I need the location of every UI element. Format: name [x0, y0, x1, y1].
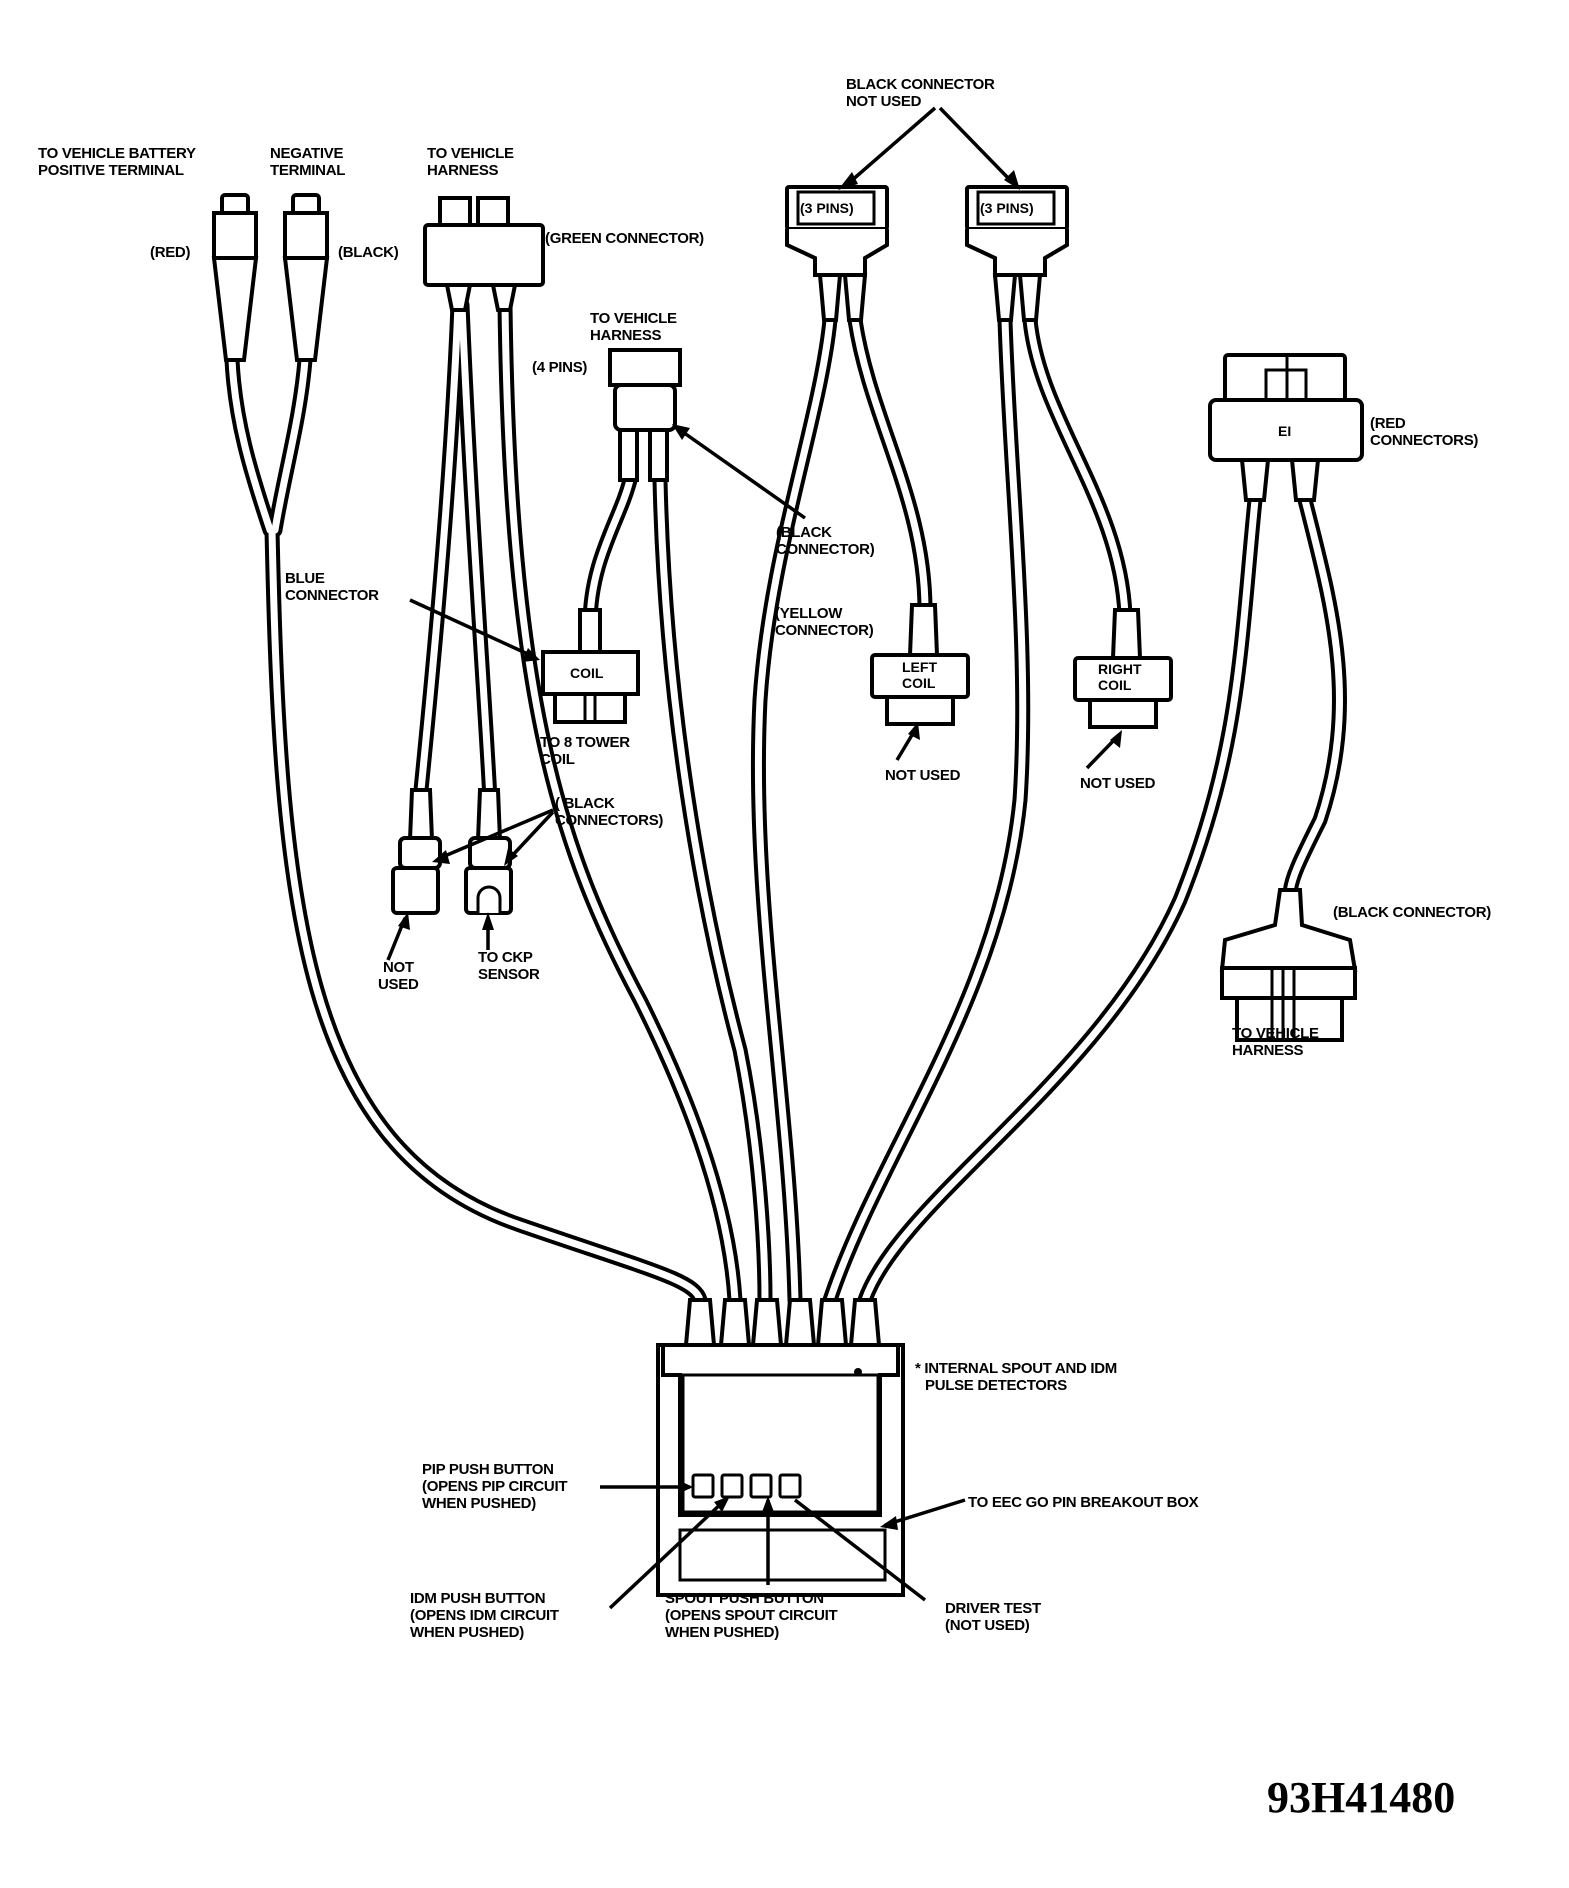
- label-black-connectors-2: CONNECTORS): [555, 812, 663, 829]
- black-connector-vehicle-harness: [1219, 888, 1358, 1042]
- cable-4pin: [582, 472, 773, 1308]
- label-blue-connector-2: CONNECTOR: [285, 587, 379, 604]
- label-spout-button-1: SPOUT PUSH BUTTON: [665, 1590, 824, 1607]
- ei-red-connector: [1208, 353, 1364, 502]
- label-harness-mid-1: TO VEHICLE: [590, 310, 677, 327]
- label-driver-test-1: DRIVER TEST: [945, 1600, 1041, 1617]
- cables: [224, 297, 1347, 1308]
- cable-battery: [224, 352, 708, 1308]
- driver-test-push-button[interactable]: [778, 1473, 802, 1499]
- black-connector-not-used: [391, 788, 442, 915]
- label-not-used-right-coil: NOT USED: [1080, 775, 1156, 792]
- label-green-connector: (GREEN CONNECTOR): [545, 230, 704, 247]
- figure-id: 93H41480: [1267, 1773, 1455, 1822]
- label-harness-top-2: HARNESS: [427, 162, 499, 179]
- label-black-connectors-1: ( BLACK: [555, 795, 615, 812]
- label-black-connector-mid-2: CONNECTOR): [776, 541, 875, 558]
- label-negative-terminal-2: TERMINAL: [270, 162, 345, 179]
- label-battery-positive-2: POSITIVE TERMINAL: [38, 162, 184, 179]
- label-eec-breakout: TO EEC GO PIN BREAKOUT BOX: [968, 1494, 1199, 1511]
- four-pin-connector: [608, 348, 682, 482]
- label-red-connectors-2: CONNECTORS): [1370, 432, 1478, 449]
- spout-push-button[interactable]: [749, 1473, 773, 1499]
- coil-blue-connector: [541, 608, 640, 724]
- label-3-pins-left: (3 PINS): [800, 200, 854, 216]
- label-yellow-connector-1: (YELLOW: [775, 605, 843, 622]
- label-battery-positive-1: TO VEHICLE BATTERY: [38, 145, 196, 162]
- label-negative-terminal-1: NEGATIVE: [270, 145, 343, 162]
- label-black-connector-not-used-2: NOT USED: [846, 93, 922, 110]
- label-not-used-ckp-1: NOT: [383, 959, 414, 976]
- cable-3pin-right: [822, 312, 1133, 1308]
- label-idm-button-3: WHEN PUSHED): [410, 1624, 524, 1641]
- label-pip-button-1: PIP PUSH BUTTON: [422, 1461, 554, 1478]
- breakout-box-strain-reliefs: [683, 1298, 882, 1347]
- breakout-box: [656, 1298, 905, 1597]
- label-to-ckp-sensor-1: TO CKP: [478, 949, 533, 966]
- label-harness-mid-2: HARNESS: [590, 327, 662, 344]
- green-connector: [423, 196, 545, 312]
- label-black-connector-mid-1: (BLACK: [776, 524, 832, 541]
- cable-3pin-left: [750, 312, 933, 1308]
- label-yellow-connector-2: CONNECTOR): [775, 622, 874, 639]
- label-black: (BLACK): [338, 244, 399, 261]
- label-idm-button-2: (OPENS IDM CIRCUIT: [410, 1607, 559, 1624]
- right-coil-connector: [1073, 608, 1173, 729]
- label-blue-connector-1: BLUE: [285, 570, 325, 587]
- left-coil-connector: [870, 603, 970, 726]
- label-black-connector-right: (BLACK CONNECTOR): [1333, 904, 1491, 921]
- idm-push-button[interactable]: [720, 1473, 744, 1499]
- battery-positive-clip: [211, 193, 259, 362]
- labels: TO VEHICLE BATTERY POSITIVE TERMINAL NEG…: [38, 76, 1492, 1822]
- label-harness-top-1: TO VEHICLE: [427, 145, 514, 162]
- label-pip-button-2: (OPENS PIP CIRCUIT: [422, 1478, 567, 1495]
- leader-lines: [386, 106, 1122, 1610]
- label-red: (RED): [150, 244, 190, 261]
- label-to-ckp-sensor-2: SENSOR: [478, 966, 540, 983]
- cable-ei: [857, 492, 1347, 1308]
- label-red-connectors-1: (RED: [1370, 415, 1406, 432]
- label-internal-note-2: PULSE DETECTORS: [925, 1377, 1067, 1394]
- label-harness-right-1: TO VEHICLE: [1232, 1025, 1319, 1042]
- label-ei: EI: [1278, 423, 1291, 439]
- label-internal-note-1: * INTERNAL SPOUT AND IDM: [915, 1360, 1117, 1377]
- label-coil: COIL: [570, 665, 604, 681]
- label-right-coil-2: COIL: [1098, 677, 1132, 693]
- label-4-pins: (4 PINS): [532, 359, 587, 376]
- label-not-used-left-coil: NOT USED: [885, 767, 961, 784]
- label-to-8-tower-coil-2: COIL: [540, 751, 575, 768]
- label-harness-right-2: HARNESS: [1232, 1042, 1304, 1059]
- label-left-coil-2: COIL: [902, 675, 936, 691]
- label-to-8-tower-coil-1: TO 8 TOWER: [540, 734, 630, 751]
- label-pip-button-3: WHEN PUSHED): [422, 1495, 536, 1512]
- label-left-coil-1: LEFT: [902, 659, 937, 675]
- black-connector-ckp: [464, 788, 513, 915]
- label-right-coil-1: RIGHT: [1098, 661, 1142, 677]
- label-spout-button-3: WHEN PUSHED): [665, 1624, 779, 1641]
- three-pin-connector-left: [785, 185, 889, 322]
- battery-negative-clip: [282, 193, 330, 362]
- label-not-used-ckp-2: USED: [378, 976, 419, 993]
- label-driver-test-2: (NOT USED): [945, 1617, 1030, 1634]
- cable-green-connector: [412, 297, 743, 1308]
- pip-push-button[interactable]: [691, 1473, 715, 1499]
- label-black-connector-not-used-1: BLACK CONNECTOR: [846, 76, 995, 93]
- label-idm-button-1: IDM PUSH BUTTON: [410, 1590, 545, 1607]
- label-3-pins-right: (3 PINS): [980, 200, 1034, 216]
- label-spout-button-2: (OPENS SPOUT CIRCUIT: [665, 1607, 837, 1624]
